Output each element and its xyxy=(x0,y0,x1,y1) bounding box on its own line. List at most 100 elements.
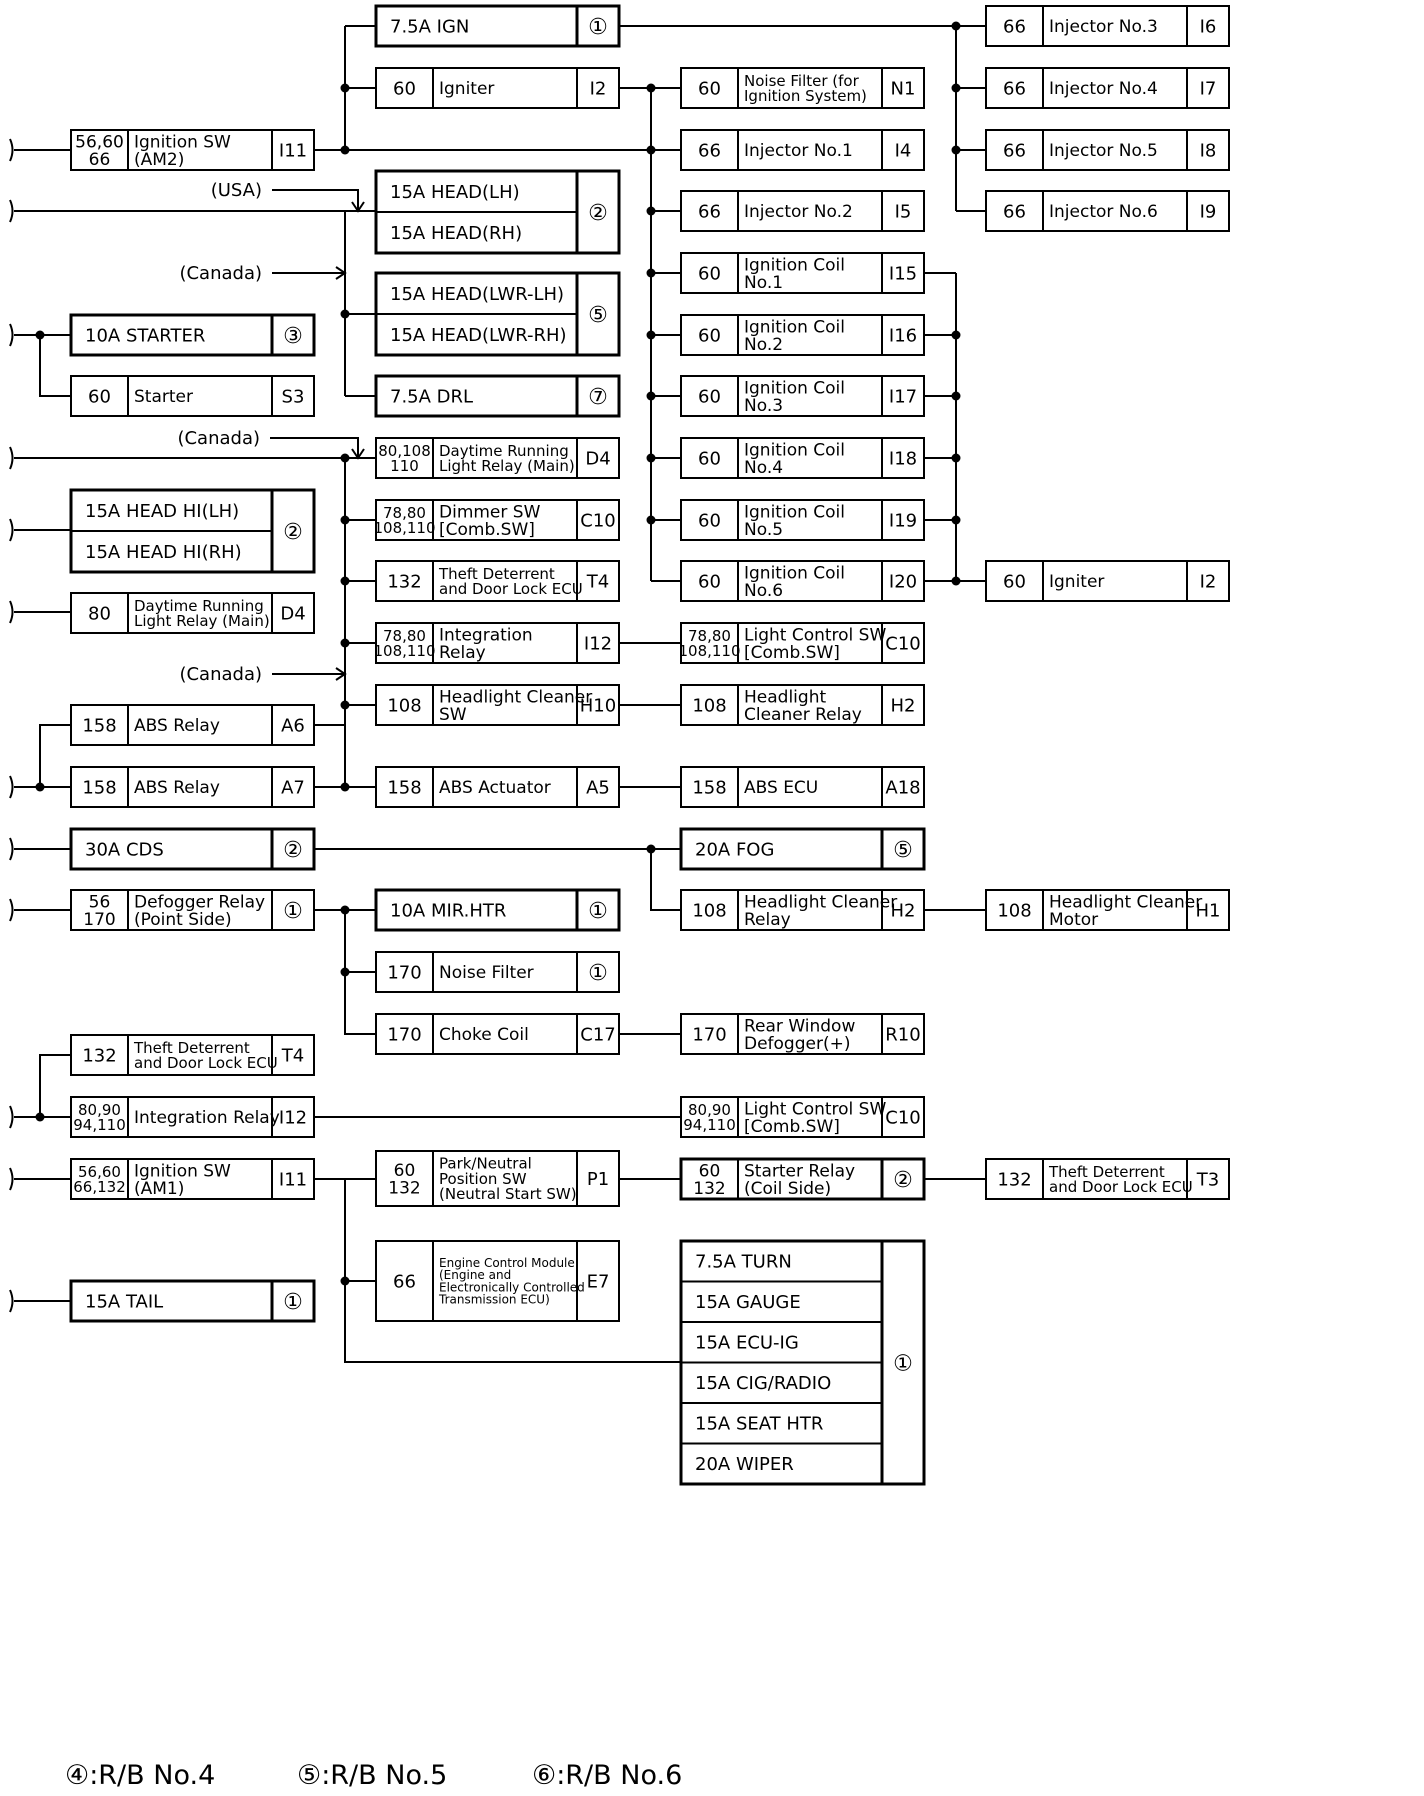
relay-block-badge: ① xyxy=(588,899,608,924)
wire-number: 108 xyxy=(692,901,726,922)
fuse-15a-head-lwr-lh: 15A HEAD(LWR-LH) xyxy=(390,284,564,305)
wire-end-mark xyxy=(9,775,14,799)
fuse-15a-cig-radio: 15A CIG/RADIO xyxy=(695,1373,831,1394)
wire-end-mark xyxy=(9,138,14,162)
component-name: ABS Relay xyxy=(134,716,220,736)
connector-code: I11 xyxy=(279,141,307,162)
fuse-label: 7.5A DRL xyxy=(390,387,473,408)
relay-block-badge: ⑤ xyxy=(893,838,913,863)
relay-block-badge: ① xyxy=(588,15,608,40)
relay-block-badge: ② xyxy=(283,520,303,545)
wire-number: 66 xyxy=(698,202,721,223)
fuse-label: 20A FOG xyxy=(695,840,774,861)
wire-number: 66 xyxy=(1003,202,1026,223)
component-name: ABS Relay xyxy=(134,778,220,798)
junction-dot xyxy=(951,576,961,586)
connector-code: A5 xyxy=(586,778,610,799)
junction-dot xyxy=(340,309,350,319)
connector-code: I20 xyxy=(889,572,917,593)
wire-number: 60 xyxy=(698,79,721,100)
component-name: Injector No.5 xyxy=(1049,141,1158,161)
connector-code: I7 xyxy=(1200,79,1217,100)
connector-code: D4 xyxy=(585,449,610,470)
component-name: Choke Coil xyxy=(439,1025,529,1045)
connector-code: T4 xyxy=(586,572,609,593)
connector-code: H2 xyxy=(891,901,916,922)
wire xyxy=(650,849,681,911)
region-note: (Canada) xyxy=(179,664,262,685)
connector-code: N1 xyxy=(891,79,916,100)
connector-code: S3 xyxy=(282,387,305,408)
relay-block-badge: ② xyxy=(893,1168,913,1193)
junction-dot xyxy=(340,576,350,586)
junction-dot xyxy=(951,391,961,401)
wire-number: 108 xyxy=(387,696,421,717)
junction-dot xyxy=(951,83,961,93)
connector-code: P1 xyxy=(587,1169,609,1190)
wire-number: 60 xyxy=(393,79,416,100)
component-name: Igniter xyxy=(1049,572,1104,592)
connector-code: I19 xyxy=(889,511,917,532)
wire-number: 158 xyxy=(692,778,726,799)
region-note: (Canada) xyxy=(177,428,260,449)
junction-dot xyxy=(340,782,350,792)
connector-code: I9 xyxy=(1200,202,1217,223)
legend-rb6: ⑥:R/B No.6 xyxy=(532,1760,683,1791)
component-name: Dimmer SW[Comb.SW] xyxy=(439,502,541,539)
fuse-15a-head-hi-lh: 15A HEAD HI(LH) xyxy=(85,501,239,522)
junction-dot xyxy=(35,330,45,340)
connector-code: I17 xyxy=(889,387,917,408)
wire-end-mark xyxy=(9,600,14,624)
wire-end-mark xyxy=(9,1167,14,1191)
connector-code: I12 xyxy=(279,1108,307,1129)
connector-code: I11 xyxy=(279,1170,307,1191)
wire-number: 66 xyxy=(393,1272,416,1293)
component-name: Injector No.6 xyxy=(1049,202,1158,222)
connector-code: I2 xyxy=(1200,572,1217,593)
fuse-15a-gauge: 15A GAUGE xyxy=(695,1292,801,1313)
wire-number: 60 xyxy=(88,387,111,408)
wire-number: 66 xyxy=(1003,79,1026,100)
relay-block-badge: ① xyxy=(283,1290,303,1315)
component-name: Light Control SW[Comb.SW] xyxy=(744,626,886,663)
wire-number: 132 xyxy=(997,1170,1031,1191)
arrow-head xyxy=(351,448,365,460)
arrow-head xyxy=(335,667,347,681)
wire-number: 60 xyxy=(698,572,721,593)
connector-code: I12 xyxy=(584,634,612,655)
wire-end-mark xyxy=(9,199,14,223)
junction-dot xyxy=(35,782,45,792)
relay-block-badge: ① xyxy=(588,961,608,986)
